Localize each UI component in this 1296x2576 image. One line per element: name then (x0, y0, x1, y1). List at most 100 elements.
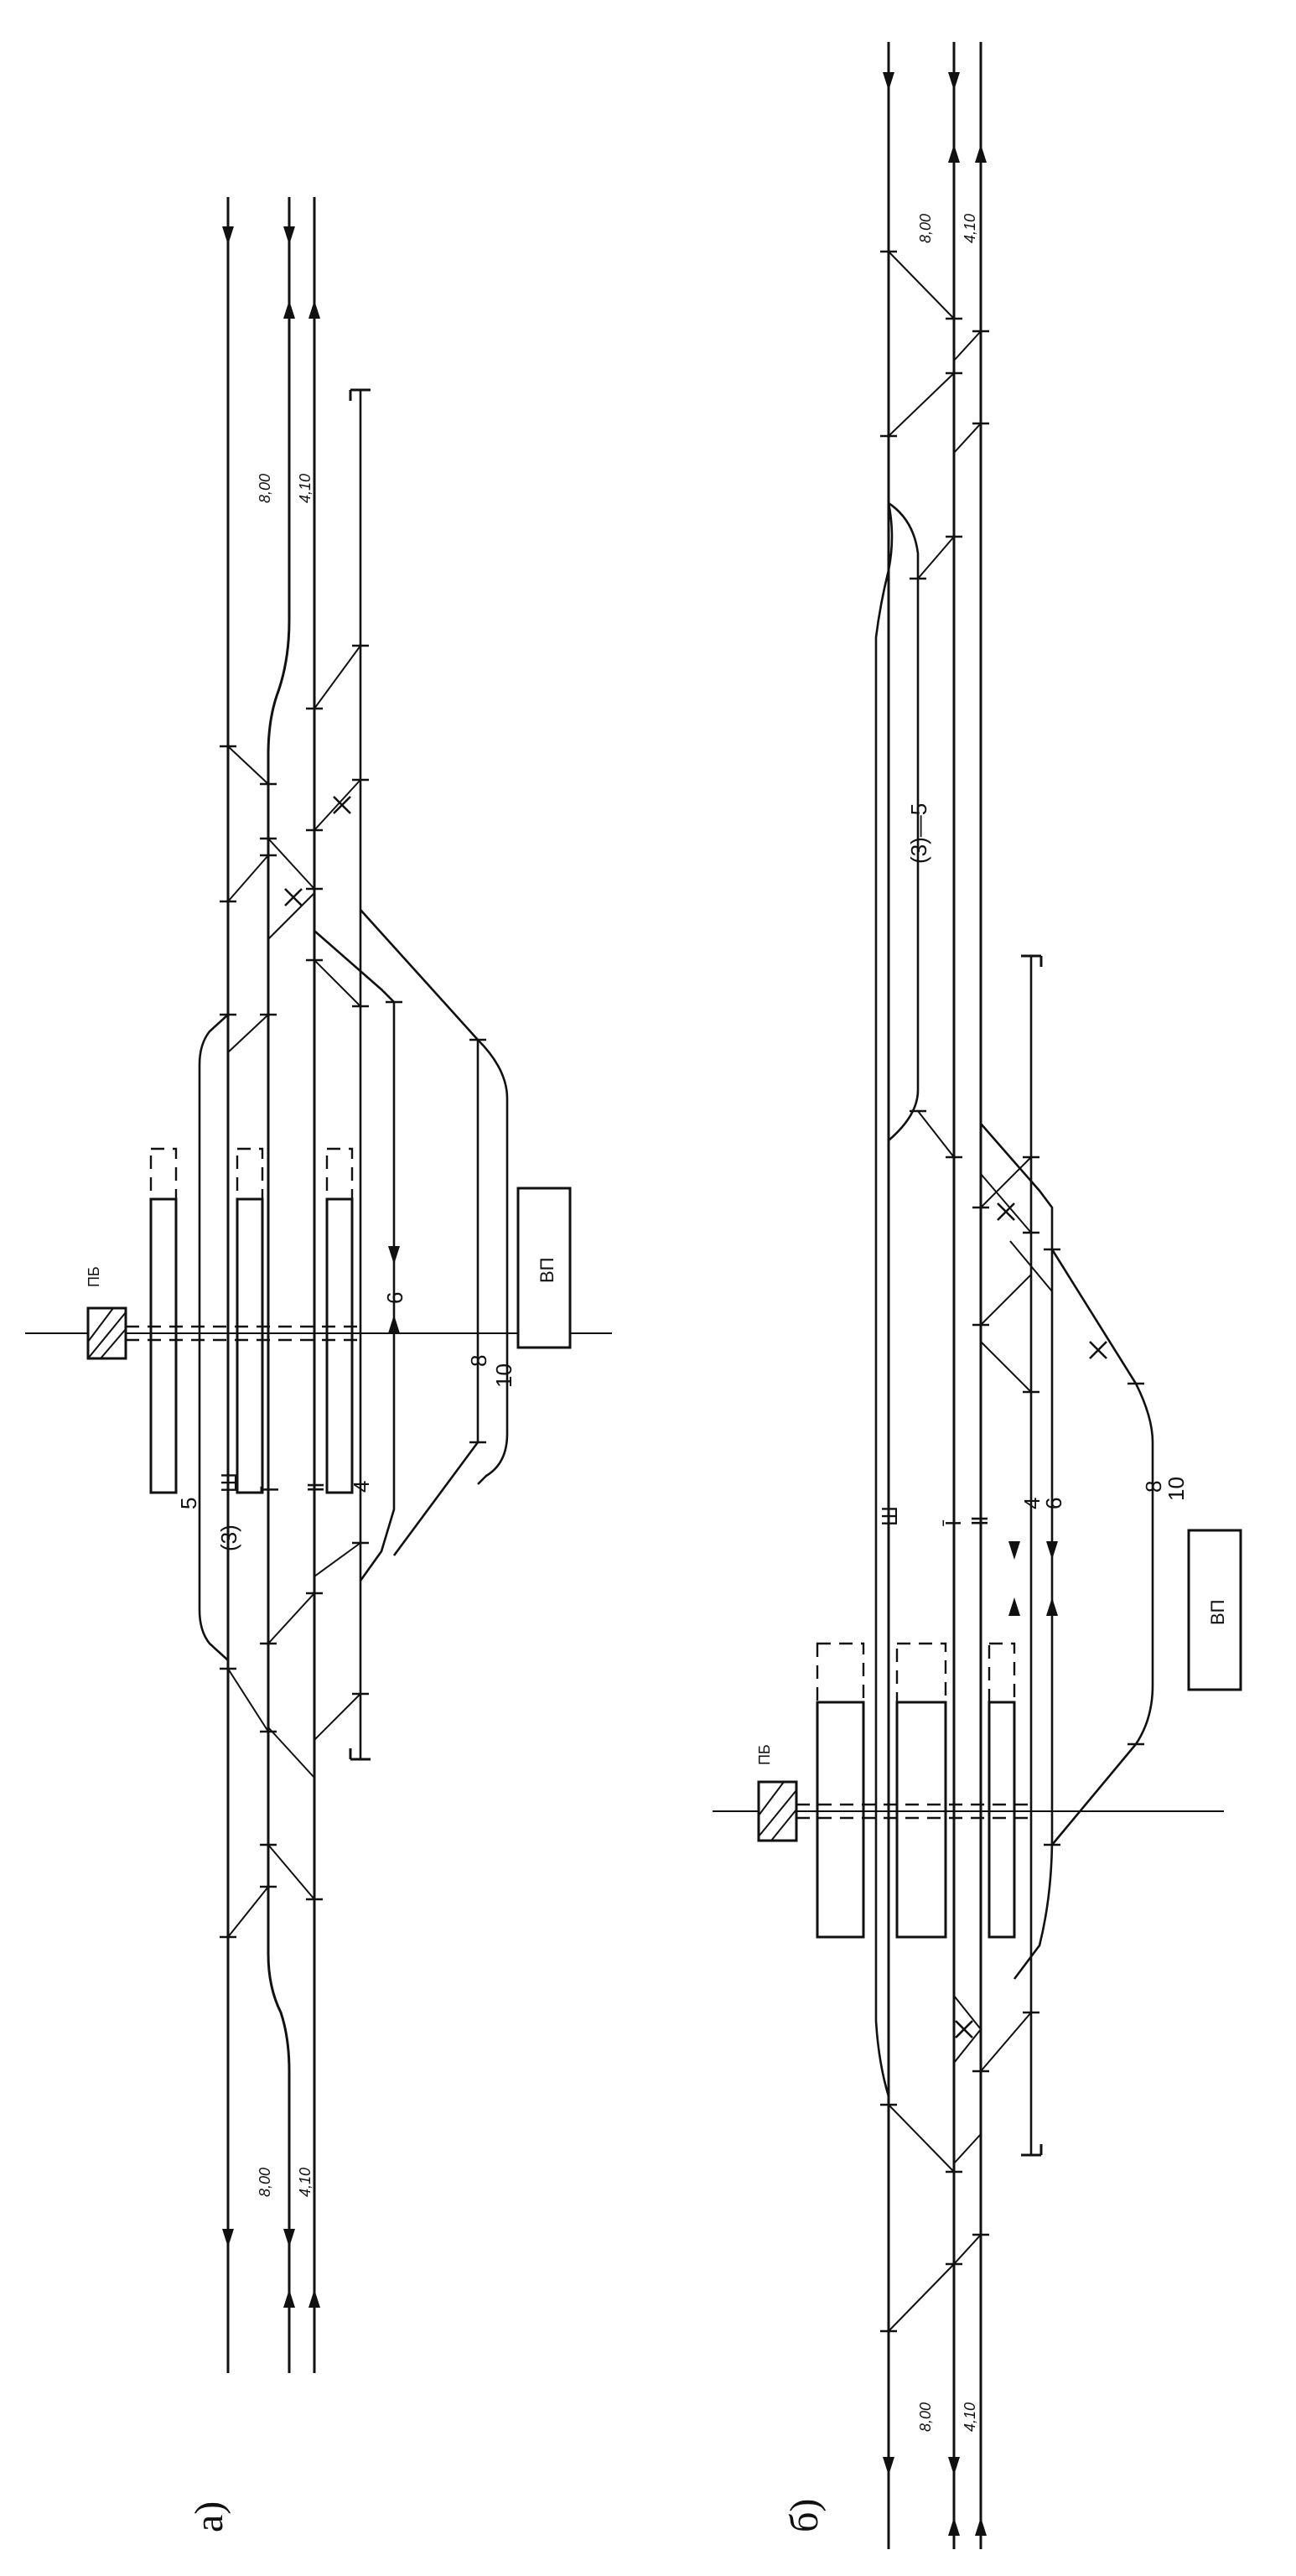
arrow-down-icon (283, 2229, 295, 2247)
crossover (227, 1014, 269, 1053)
platform-extension (988, 1642, 1016, 1704)
track-label-4: 4 (349, 1481, 374, 1493)
arrow-up-icon (308, 300, 320, 319)
arrow-up-icon (283, 300, 295, 319)
depot-label: ВП (1207, 1600, 1228, 1626)
arrow-up-icon (388, 1315, 400, 1333)
crossover (227, 1668, 269, 1732)
spacing-label: 4,10 (962, 2402, 978, 2432)
platform (149, 1197, 178, 1494)
arrow-up-icon (1046, 1597, 1058, 1616)
switch (955, 2020, 973, 2038)
crossover (314, 1693, 361, 1741)
scheme-a-labels: а) 5 (3) Ш Ī Ⅱ 4 6 8 10 8,00 4,10 8,00 4… (176, 474, 516, 2532)
spacing-label: 4,10 (297, 474, 314, 503)
track-label-I: Ī (258, 1486, 283, 1493)
depot (1187, 1529, 1242, 1691)
arrow-up-icon (308, 2289, 320, 2308)
scheme-b: ПБ ВП б) (3)—5 Ш Ī Ⅱ 4 6 8 10 8,00 4,10 … (713, 42, 1242, 2549)
track-6 (980, 1123, 1054, 1980)
platform (988, 1701, 1016, 1939)
switch (284, 888, 303, 906)
track-label-III: Ш (216, 1472, 241, 1493)
scheme-b-switch-ticks (880, 250, 1144, 2333)
spacing-label: 8,00 (257, 2168, 273, 2197)
crossover (314, 645, 361, 709)
arrow-down-icon (883, 72, 894, 91)
arrow-down-icon (222, 2229, 234, 2247)
panel-letter: б) (782, 2499, 827, 2532)
arrow-up-icon (975, 2517, 987, 2536)
arrow-down-icon (1046, 1541, 1058, 1560)
crossover (980, 1173, 1032, 1233)
scheme-b-building: ПБ ВП (713, 1529, 1242, 1842)
track-label-4: 4 (1019, 1498, 1045, 1509)
track-8-10 (1050, 1249, 1154, 1846)
track-label-8: 8 (1141, 1481, 1166, 1493)
arrow-down-icon (948, 2457, 960, 2475)
arrow-up-icon (948, 2517, 960, 2536)
track-3-5 (888, 501, 920, 1141)
crossover (314, 779, 361, 831)
crossover (314, 1542, 361, 1577)
panel-letter: а) (187, 2501, 231, 2532)
platform (325, 1197, 354, 1494)
crossover (953, 1995, 982, 2030)
spacing-label: 8,00 (917, 214, 934, 243)
switch (997, 1202, 1015, 1221)
platform (816, 1701, 865, 1939)
hatch (758, 1789, 797, 1837)
track-label-III: Ш (877, 1506, 902, 1526)
platform-extension (325, 1147, 354, 1201)
track-label-5: 5 (176, 1498, 201, 1509)
crossover (953, 2234, 982, 2265)
track-label-3: (3) (216, 1524, 241, 1551)
crossover (980, 1156, 1032, 1208)
crossover (888, 2104, 955, 2173)
hatch (770, 1809, 797, 1841)
arrow-down-icon (283, 226, 295, 245)
crossover (267, 1592, 315, 1644)
spacing-label: 4,10 (297, 2168, 314, 2197)
arrow-down-icon (883, 2457, 894, 2475)
track-label-3-5: (3)—5 (906, 803, 931, 864)
platform (895, 1701, 947, 1939)
scheme-b-labels: б) (3)—5 Ш Ī Ⅱ 4 6 8 10 8,00 4,10 8,00 4… (782, 214, 1189, 2532)
arrow-down-icon (1008, 1541, 1020, 1560)
crossover (227, 745, 269, 785)
crossover (888, 372, 955, 437)
scheme-a-main-tracks (222, 197, 320, 2373)
track-main-mid (267, 197, 291, 2373)
crossover (953, 423, 982, 454)
arrow-up-icon (975, 144, 987, 163)
arrow-down-icon (222, 226, 234, 245)
platform-extension (149, 1147, 178, 1201)
track-label-II: Ⅱ (303, 1482, 329, 1493)
arrow-up-icon (283, 2289, 295, 2308)
track-label-6: 6 (1041, 1498, 1066, 1509)
crossover (980, 1341, 1032, 1393)
scheme-b-station-tracks (874, 251, 1154, 2332)
track-8 (360, 909, 480, 1556)
crossover (888, 251, 955, 319)
crossover (953, 330, 982, 361)
arrow-down-icon (948, 72, 960, 91)
platform-extension (895, 1642, 947, 1704)
track-label-I: Ī (941, 1519, 966, 1526)
crossover (917, 1110, 955, 1158)
crossover (267, 838, 315, 890)
depot (516, 1187, 572, 1349)
building-label: ПБ (756, 1744, 773, 1765)
crossover (314, 959, 361, 1007)
passenger-building (757, 1780, 798, 1842)
scheme-a-station-tracks (198, 388, 509, 1938)
hatch (758, 1781, 785, 1816)
track-5 (198, 1014, 229, 1661)
hatch (87, 1311, 127, 1359)
arrow-up-icon (948, 144, 960, 163)
arrow-up-icon (1008, 1597, 1020, 1616)
track-label-10: 10 (1164, 1477, 1189, 1501)
crossover (267, 892, 315, 940)
